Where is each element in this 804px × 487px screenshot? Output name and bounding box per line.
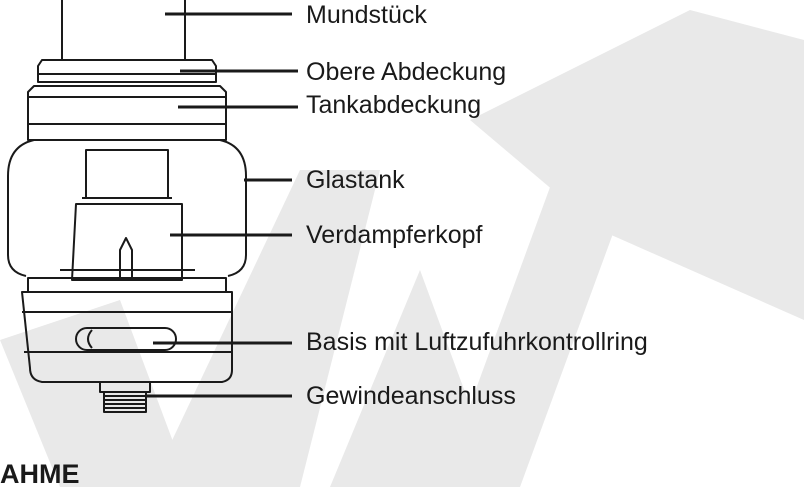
top-cap-shape: [37, 59, 217, 83]
glass-tank-shape: [7, 139, 247, 277]
base-shape: [21, 277, 233, 383]
label-coil: Verdampferkopf: [306, 221, 483, 249]
label-glass-tank: Glastank: [306, 166, 405, 194]
tank-cover-shape: [27, 85, 227, 141]
label-base: Basis mit Luftzufuhrkontrollring: [306, 328, 648, 356]
label-tank-cover: Tankabdeckung: [306, 91, 482, 119]
label-top-cap: Obere Abdeckung: [306, 58, 507, 86]
atomizer-coil-shape: [60, 149, 195, 281]
watermark-shapes: [0, 10, 804, 487]
leader-lines: [146, 12, 298, 398]
mouthpiece-shape: [61, 0, 186, 60]
label-mouthpiece: Mundstück: [306, 1, 427, 29]
label-connector: Gewindeanschluss: [306, 382, 516, 410]
section-heading-partial: AHME: [0, 459, 80, 487]
thread-connector-shape: [99, 381, 151, 413]
